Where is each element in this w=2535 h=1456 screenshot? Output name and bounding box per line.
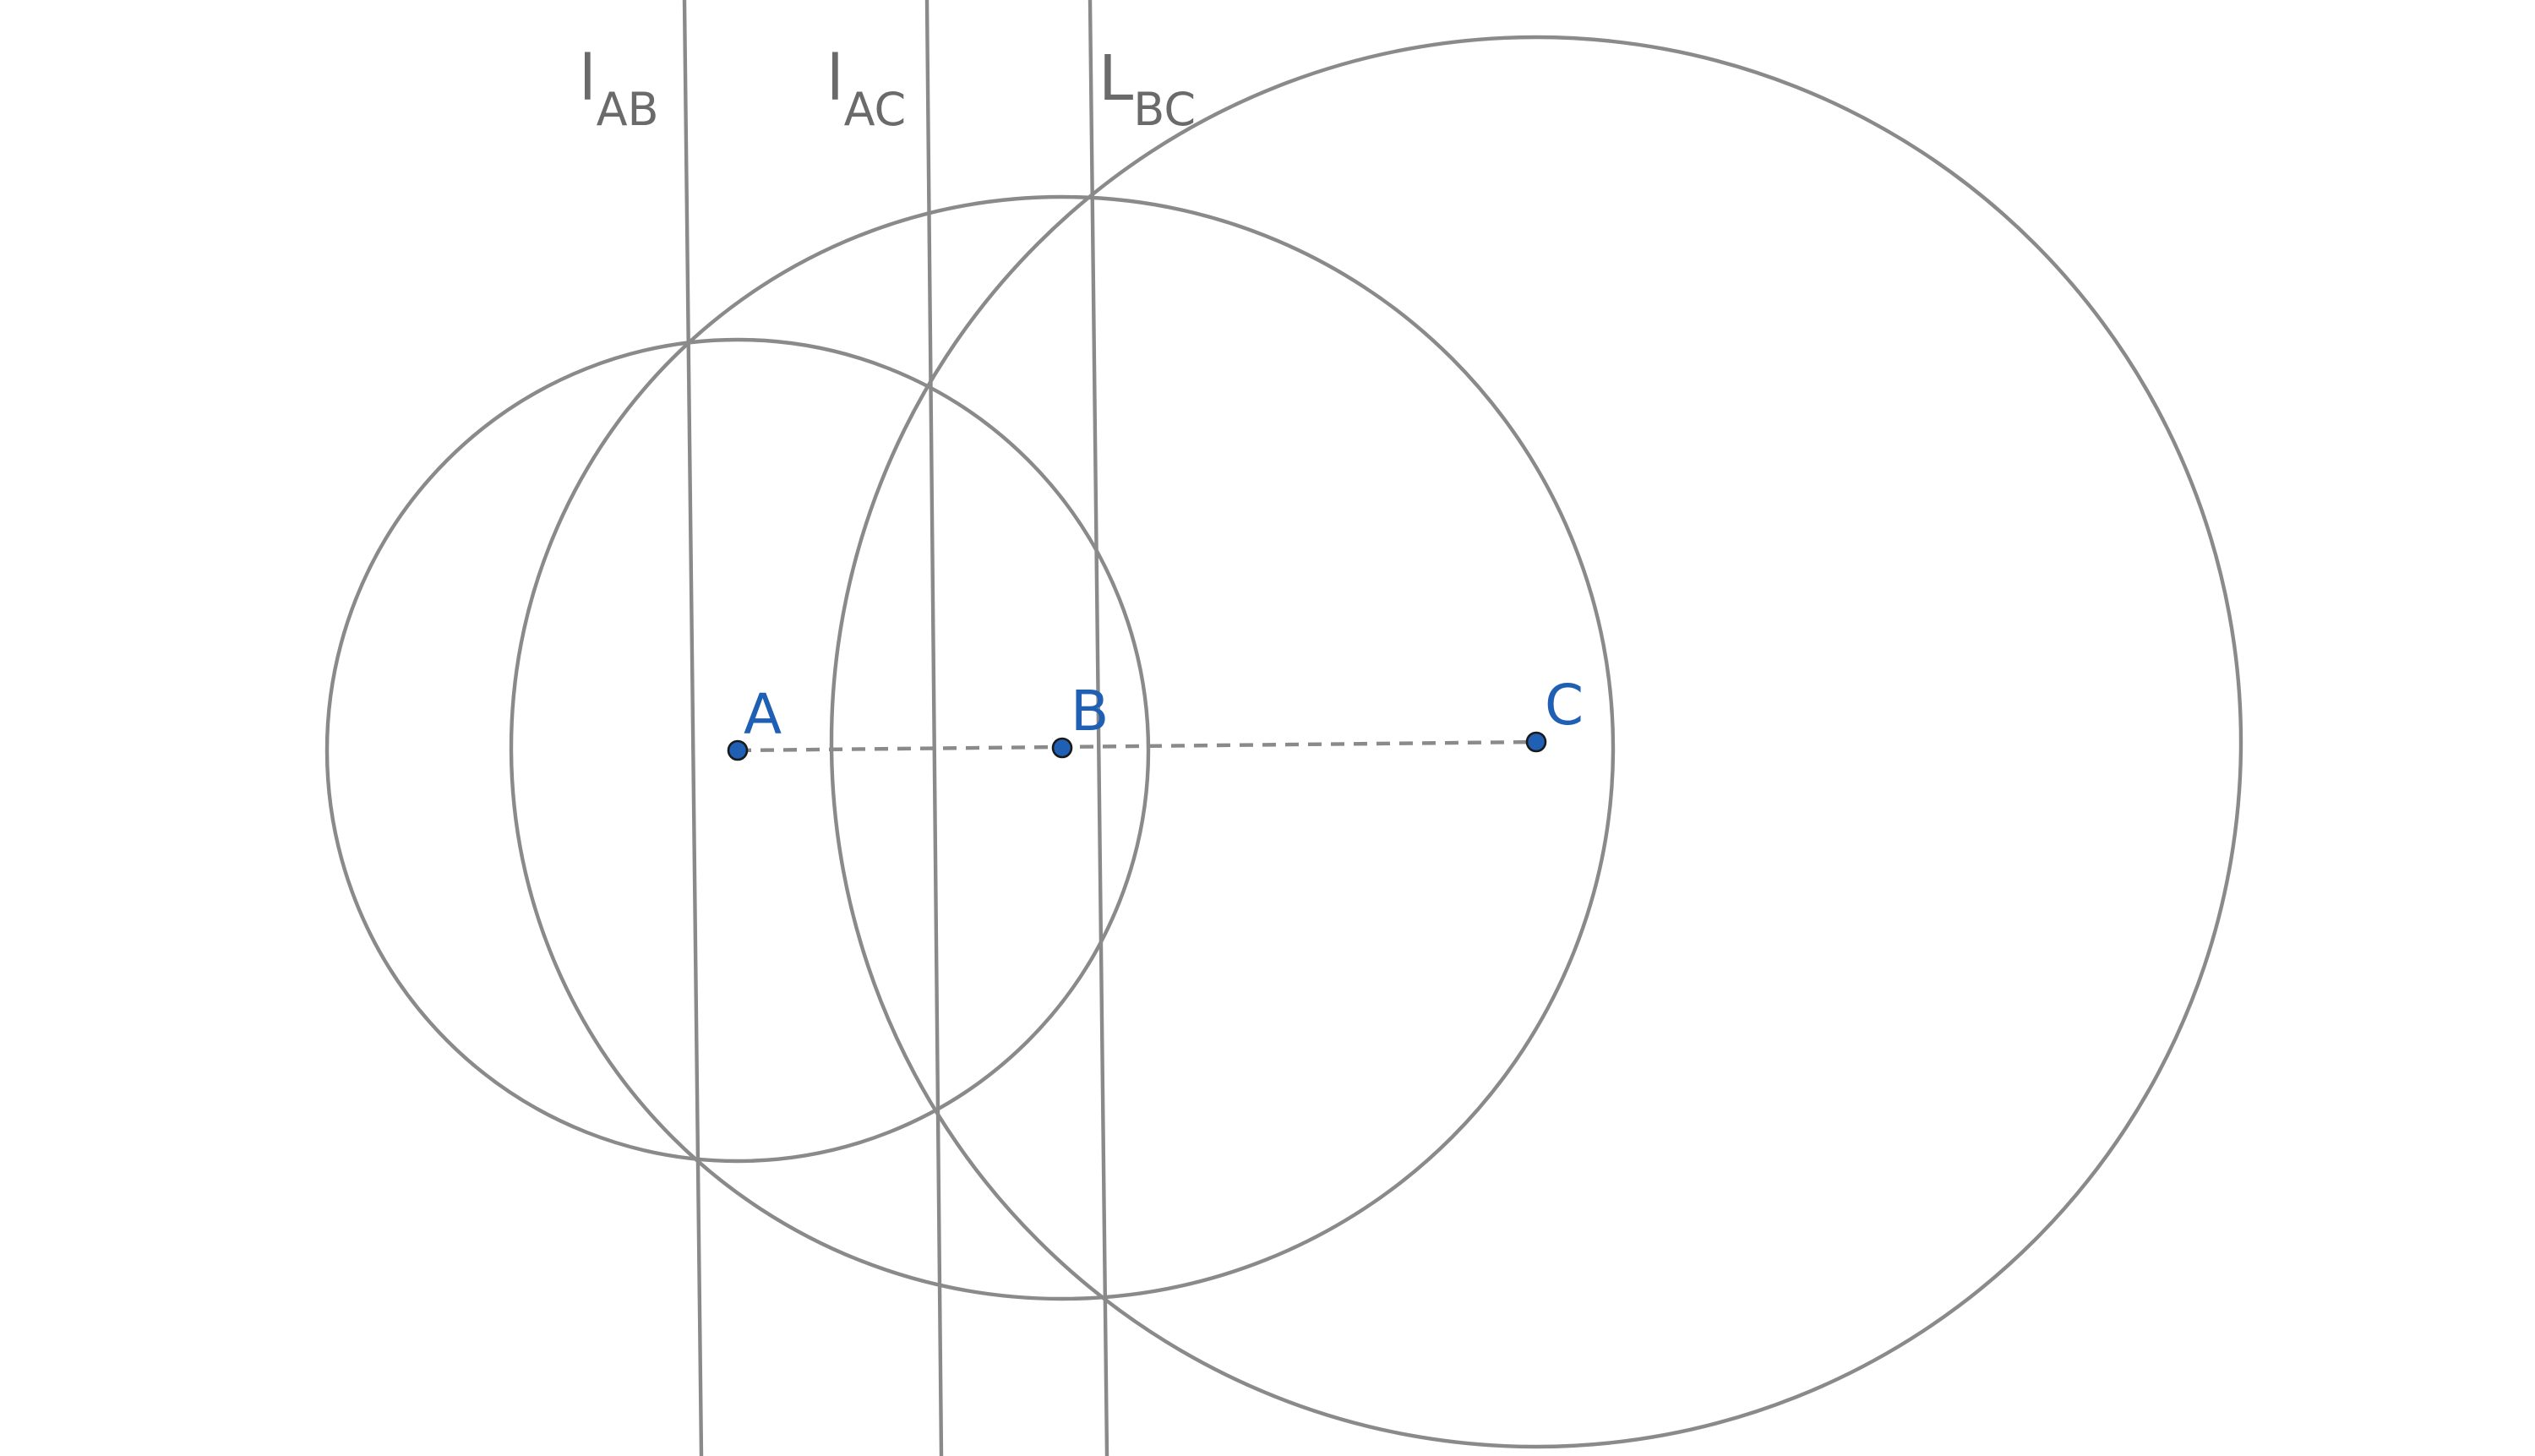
label-line-ac-sub: AC — [844, 83, 907, 136]
bisector-line-ab — [682, 0, 704, 1456]
bisector-line-ac — [924, 0, 944, 1456]
point-a — [727, 739, 749, 761]
circle-centered-a — [324, 337, 1151, 1164]
label-line-bc: LBC — [1098, 42, 1196, 136]
label-point-c: C — [1545, 673, 1584, 738]
label-point-a: A — [744, 682, 782, 747]
label-line-ab-main: l — [579, 42, 597, 115]
point-c — [1525, 731, 1547, 753]
label-line-ab: lAB — [579, 42, 659, 136]
bisector-line-bc — [1088, 0, 1109, 1456]
label-line-ac-main: l — [826, 42, 844, 115]
label-line-bc-main: L — [1098, 42, 1133, 115]
label-line-ac: lAC — [826, 42, 906, 136]
label-line-bc-sub: BC — [1133, 83, 1196, 136]
label-point-b: B — [1071, 679, 1109, 744]
segment-ac — [737, 739, 1537, 753]
point-b — [1051, 737, 1073, 759]
label-line-ab-sub: AB — [597, 83, 659, 136]
circle-centered-b — [509, 194, 1616, 1301]
circle-centered-c — [829, 35, 2243, 1449]
